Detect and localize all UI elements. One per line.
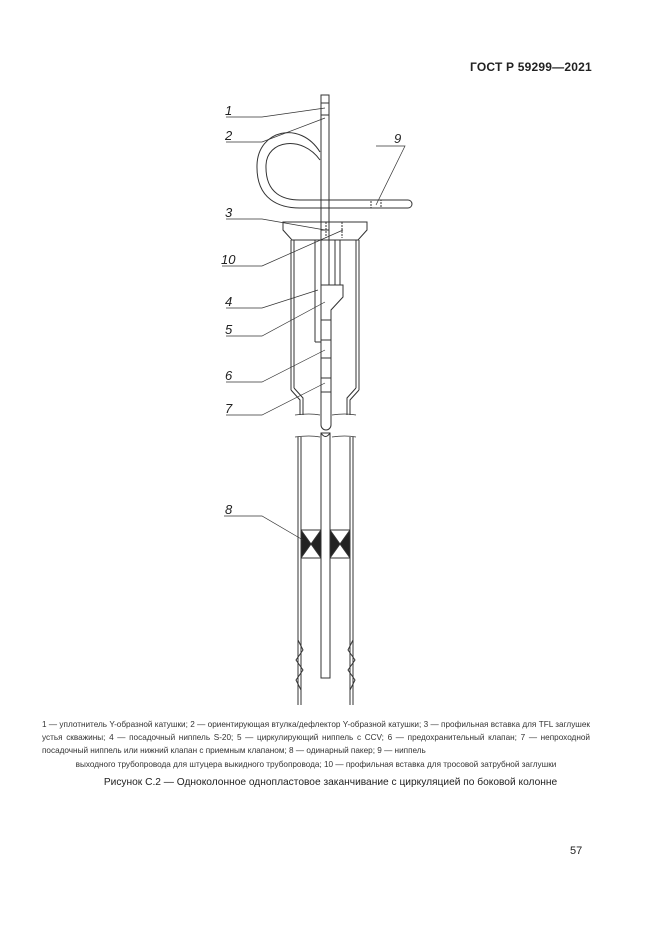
label-10: 10: [221, 252, 236, 267]
legend-line-1: 1 — уплотнитель Y-образной катушки; 2 — …: [42, 720, 521, 729]
page-number: 57: [570, 845, 583, 857]
label-1: 1: [225, 103, 232, 118]
well-completion-diagram: 1 2 9 3 10 4 5 6 7 8: [221, 94, 413, 705]
legend-line-4: выходного трубопровода для штуцера выкид…: [75, 759, 557, 769]
label-5: 5: [225, 322, 233, 337]
label-2: 2: [224, 128, 233, 143]
label-6: 6: [225, 368, 233, 383]
legend-line-2: для TFL заглушек устья скважины; 4 — пос…: [42, 720, 590, 743]
standard-header: ГОСТ Р 59299—2021: [470, 60, 592, 74]
figure-caption: Рисунок С.2 — Одноколонное однопластовое…: [103, 777, 558, 788]
figure-legend: 1 — уплотнитель Y-образной катушки; 2 — …: [42, 718, 590, 771]
label-4: 4: [225, 294, 232, 309]
label-8: 8: [225, 502, 233, 517]
label-3: 3: [225, 205, 233, 220]
label-9: 9: [394, 131, 401, 146]
legend-line-3: клапан; 7 — непроходной посадочный ниппе…: [42, 733, 590, 756]
label-7: 7: [225, 401, 233, 416]
